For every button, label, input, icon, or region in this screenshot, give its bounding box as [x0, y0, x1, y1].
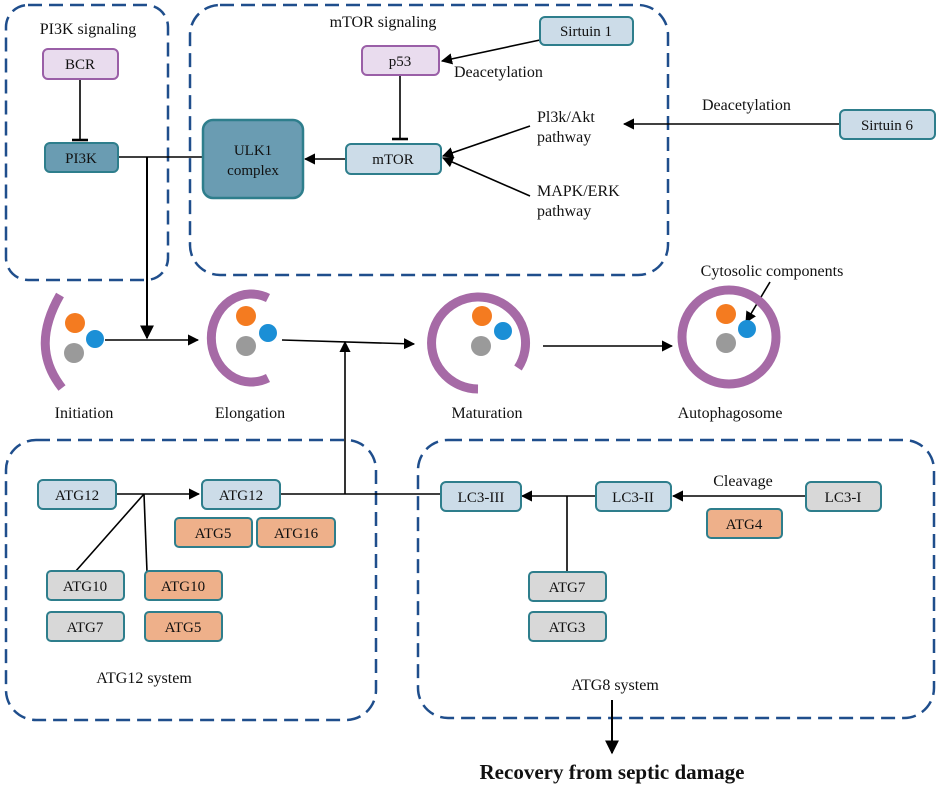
lc3-i-label: LC3-I: [825, 490, 862, 506]
elongation-to-maturation-arrow: [281, 338, 416, 350]
cleavage-label: Cleavage: [713, 473, 773, 490]
atg10-gray-label: ATG10: [63, 579, 107, 595]
mtor-node: [345, 143, 442, 175]
lc3-i-node: [805, 481, 882, 512]
atg16-node: [256, 517, 336, 548]
atg12-left-label: ATG12: [55, 488, 99, 504]
atg5-node-conjugate: [174, 517, 253, 548]
pi3k-signaling-title: PI3K signaling: [40, 21, 136, 38]
autophagosome-membrane: [677, 285, 781, 389]
atg12-branch-to-atg10-orange: [143, 493, 148, 573]
pi3k-signaling-group: [4, 3, 170, 282]
gray-molecule: [236, 336, 256, 356]
blue-molecule: [86, 330, 104, 348]
ulk1-complex-node: [201, 118, 305, 200]
blue-molecule: [259, 324, 277, 342]
atg16-label: ATG16: [274, 526, 319, 542]
atg10-orange-label: ATG10: [161, 579, 205, 595]
sirtuin6-node: [839, 109, 936, 140]
atg10-gray-node: [46, 570, 125, 601]
elongation-stage: [206, 289, 277, 387]
pi3k-akt-pathway-label-1: Pl3k/Akt: [537, 109, 595, 126]
atg3-label: ATG3: [549, 620, 586, 636]
gray-molecule: [64, 343, 84, 363]
orange-molecule: [716, 304, 736, 324]
lc3-iii-node: [440, 481, 522, 512]
mapk-to-mtor-arrow: [441, 156, 531, 197]
atg4-label: ATG4: [726, 517, 763, 533]
bcr-label: BCR: [65, 57, 95, 73]
maturation-stage: [427, 292, 531, 394]
maturation-label: Maturation: [451, 405, 522, 422]
sirtuin1-node: [539, 16, 634, 46]
mapk-erk-pathway-label-1: MAPK/ERK: [537, 183, 620, 200]
atg7-right-label: ATG7: [549, 580, 586, 596]
bcr-node: [42, 48, 119, 80]
atg7-left-label: ATG7: [67, 620, 104, 636]
lc3-ii-node: [595, 481, 672, 512]
atg8-system-group: [416, 438, 936, 720]
atg5-conjugate-label: ATG5: [195, 526, 232, 542]
orange-molecule: [65, 313, 85, 333]
gray-molecule: [471, 336, 491, 356]
outcome-text: Recovery from septic damage: [480, 760, 745, 784]
blue-molecule: [738, 320, 756, 338]
atg12-system-group: [4, 438, 378, 722]
mtor-signaling-title: mTOR signaling: [330, 14, 437, 31]
p53-node: [361, 45, 440, 76]
elongation-membrane: [206, 289, 271, 387]
cytosolic-components-label: Cytosolic components: [701, 263, 844, 280]
orange-molecule: [236, 306, 256, 326]
orange-molecule: [472, 306, 492, 326]
ulk1-label-line2: complex: [227, 163, 279, 179]
atg4-node: [706, 508, 783, 539]
atg3-node: [528, 611, 607, 642]
maturation-membrane: [427, 292, 531, 394]
pi3k-label: PI3K: [65, 151, 97, 167]
sirtuin1-to-p53-arrow: [440, 39, 541, 65]
initiation-label: Initiation: [55, 405, 114, 422]
pi3k-akt-to-mtor-arrow: [441, 125, 531, 159]
lc3-ii-label: LC3-II: [612, 490, 654, 506]
mtor-signaling-group: [188, 3, 670, 277]
atg5-left-label: ATG5: [165, 620, 202, 636]
atg5-node-left: [144, 611, 223, 642]
p53-label: p53: [389, 54, 412, 70]
autophagosome-label: Autophagosome: [678, 405, 783, 422]
atg12-node-conjugate: [201, 479, 281, 510]
deacetylation-label-1: Deacetylation: [454, 64, 543, 81]
elongation-label: Elongation: [215, 405, 285, 422]
atg12-system-title: ATG12 system: [96, 670, 192, 687]
sirtuin6-label: Sirtuin 6: [861, 118, 914, 134]
atg8-system-title: ATG8 system: [571, 677, 659, 694]
pi3k-node: [44, 142, 119, 173]
atg7-node-left: [46, 611, 125, 642]
atg12-node-left: [37, 479, 117, 510]
ulk1-label-line1: ULK1: [234, 143, 272, 159]
atg10-orange-node: [144, 570, 223, 601]
pi3k-akt-pathway-label-2: pathway: [537, 129, 591, 146]
gray-molecule: [716, 333, 736, 353]
atg12-branch-to-atg10-gray: [74, 493, 145, 573]
deacetylation-label-2: Deacetylation: [702, 97, 791, 114]
initiation-membrane: [40, 292, 66, 391]
mtor-label: mTOR: [372, 152, 413, 168]
lc3-iii-label: LC3-III: [458, 490, 505, 506]
mapk-erk-pathway-label-2: pathway: [537, 203, 591, 220]
blue-molecule: [494, 322, 512, 340]
atg12-conjugate-label: ATG12: [219, 488, 263, 504]
sirtuin1-label: Sirtuin 1: [560, 24, 612, 40]
autophagosome-stage: [677, 285, 781, 389]
atg7-node-right: [528, 571, 607, 602]
initiation-stage: [40, 292, 104, 391]
